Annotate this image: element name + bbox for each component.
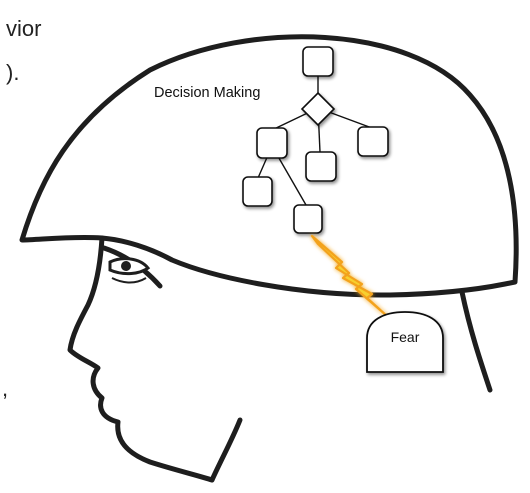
- tree-node-middle: [305, 151, 337, 182]
- cropped-text-line-1: vior: [6, 16, 42, 41]
- decision-making-label: Decision Making: [154, 85, 261, 101]
- fear-label: Fear: [390, 329, 420, 345]
- tree-node-left: [256, 127, 288, 159]
- helmet-outline: [19, 34, 519, 298]
- tree-node-left-right: [293, 204, 323, 234]
- decision-diamond: [300, 91, 336, 127]
- lightning-bolt-icon: [310, 234, 389, 318]
- tree-node-root: [302, 46, 334, 77]
- jaw-outline: [209, 417, 243, 483]
- neck-back-outline: [459, 289, 493, 393]
- face-profile-outline: [67, 235, 215, 483]
- eye-icon: [108, 257, 151, 284]
- tree-node-left-left: [242, 176, 273, 207]
- cropped-text-line-2: ).: [6, 60, 20, 85]
- tree-node-right: [357, 126, 389, 157]
- cropped-text-line-3: ,: [2, 376, 9, 401]
- fear-node: [366, 311, 444, 373]
